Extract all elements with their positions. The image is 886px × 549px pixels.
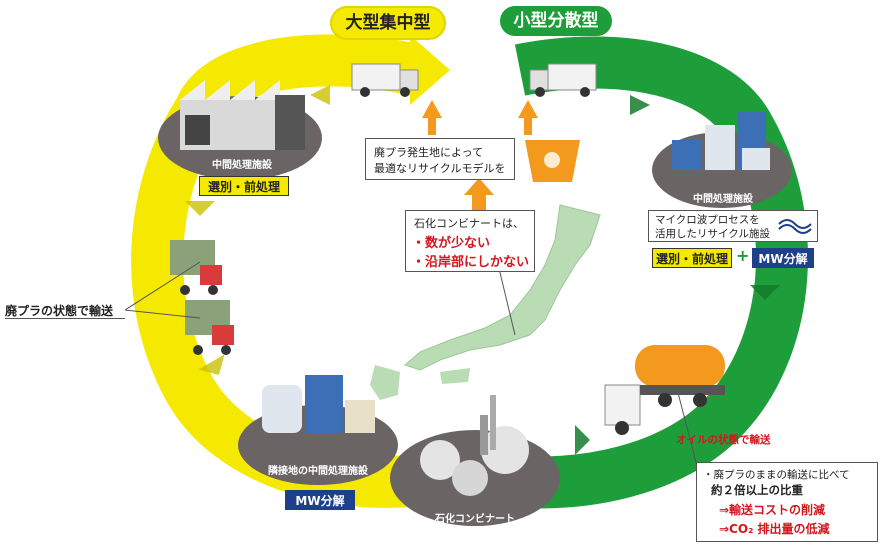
microwave-facility-icon — [672, 112, 770, 170]
kombinat-intro: 石化コンビナートは、 — [414, 217, 524, 230]
header-centralized: 大型集中型 — [330, 6, 446, 40]
orange-arrow-left — [422, 100, 442, 135]
adjacent-facility-icon — [262, 375, 375, 433]
benefit-line3: ⇒輸送コストの削減 — [719, 503, 826, 517]
chevron-4 — [630, 95, 650, 115]
oil-tanker-truck-icon — [604, 345, 725, 435]
leader-line-2 — [124, 309, 201, 319]
chevron-3 — [198, 354, 225, 375]
green-loop — [496, 36, 808, 509]
microwave-line2: 活用したリサイクル施設 — [655, 228, 770, 240]
mw-tag-right: MW分解 — [752, 248, 814, 268]
kyushu-map — [370, 365, 400, 400]
process-tag-right: 選別・前処理 — [652, 248, 732, 268]
header-distributed: 小型分散型 — [500, 6, 612, 36]
orange-arrow-up — [464, 178, 494, 212]
leader-line-1 — [124, 261, 201, 311]
recycle-bin-icon — [525, 140, 580, 182]
model-line1: 廃プラ発生地によって — [374, 146, 484, 159]
plastic-truck-icon-2 — [185, 300, 234, 355]
model-line2: 最適なリサイクルモデルを — [374, 162, 506, 175]
adjacent-facility-label: 隣接地の中間処理施設 — [268, 466, 368, 477]
benefit-line2: 約２倍以上の比重 — [711, 483, 803, 497]
garbage-truck-icon-right — [529, 63, 597, 97]
process-tag-left: 選別・前処理 — [199, 176, 289, 196]
chevron-1 — [310, 85, 330, 105]
plus-sign: + — [736, 246, 750, 265]
chevron-2 — [185, 201, 215, 216]
microwave-line1: マイクロ波プロセスを — [655, 214, 760, 226]
leader-line-4 — [496, 259, 516, 336]
microwave-box: マイクロ波プロセスを 活用したリサイクル施設 — [648, 210, 818, 242]
petrochemical-plant-icon — [420, 395, 529, 496]
oil-transport-label: オイルの状態で輸送 — [676, 434, 771, 446]
benefit-line4: ⇒CO₂ 排出量の低減 — [719, 522, 830, 536]
mw-tag-left: MW分解 — [285, 490, 355, 510]
factory-building-icon — [180, 80, 305, 150]
facility-label-topright: 中間処理施設 — [693, 194, 753, 205]
model-box: 廃プラ発生地によって 最適なリサイクルモデルを — [365, 138, 515, 180]
kombinat-box: 石化コンビナートは、 ・数が少ない ・沿岸部にしかない — [405, 210, 535, 272]
leader-line-3 — [675, 384, 699, 471]
yellow-arrow-top — [410, 35, 450, 105]
chevron-6 — [575, 425, 590, 455]
plastic-truck-icon-1 — [170, 240, 222, 295]
benefit-line1: ・廃プラのままの輸送に比べて — [703, 469, 850, 481]
shikoku-map — [440, 368, 470, 384]
garbage-truck-icon-left — [351, 63, 419, 97]
kombinat-label: 石化コンビナート — [435, 514, 515, 525]
bullet-few: ・数が少ない — [412, 236, 491, 251]
chevron-5 — [750, 285, 780, 300]
benefits-box: ・廃プラのままの輸送に比べて 約２倍以上の比重 ⇒輸送コストの削減 ⇒CO₂ 排… — [696, 462, 878, 542]
orange-arrow-right — [518, 100, 538, 135]
microwave-chemical-logo — [778, 219, 812, 234]
transport-label-left: 廃プラの状態で輸送 — [5, 304, 114, 318]
bullet-coastal: ・沿岸部にしかない — [412, 255, 530, 270]
facility-label-topleft: 中間処理施設 — [212, 160, 272, 171]
japan-map — [404, 204, 601, 371]
transport-underline — [5, 318, 125, 319]
